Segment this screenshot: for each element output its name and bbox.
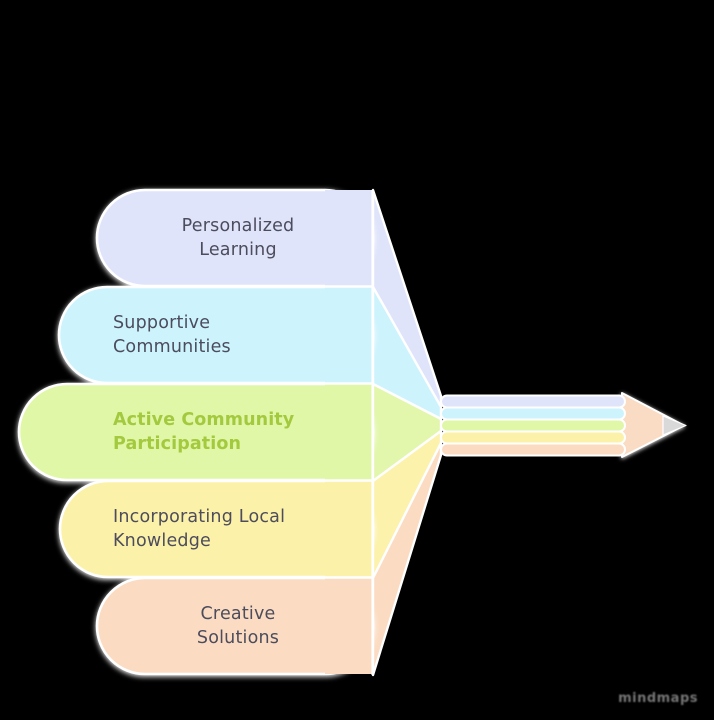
funnel-wedges [371,188,443,677]
pencil-graphic [440,392,687,458]
pencil-barrel-stripes [440,394,626,457]
funnel-bar-active-community-participation[interactable] [17,382,375,482]
pencil-stripe-active-community-participation [440,418,626,433]
pencil-graphite-tip [662,415,687,436]
funnel-bar-right-edges [325,190,374,675]
pencil-stripe-creative-solutions [440,442,626,457]
funnel-bars [17,188,375,676]
pencil-stripe-personalized-learning [440,394,626,409]
pencil-stripe-incorporating-local-knowledge [440,430,626,445]
pencil-stripe-supportive-communities [440,406,626,421]
watermark-logo: mindmaps [618,691,698,706]
